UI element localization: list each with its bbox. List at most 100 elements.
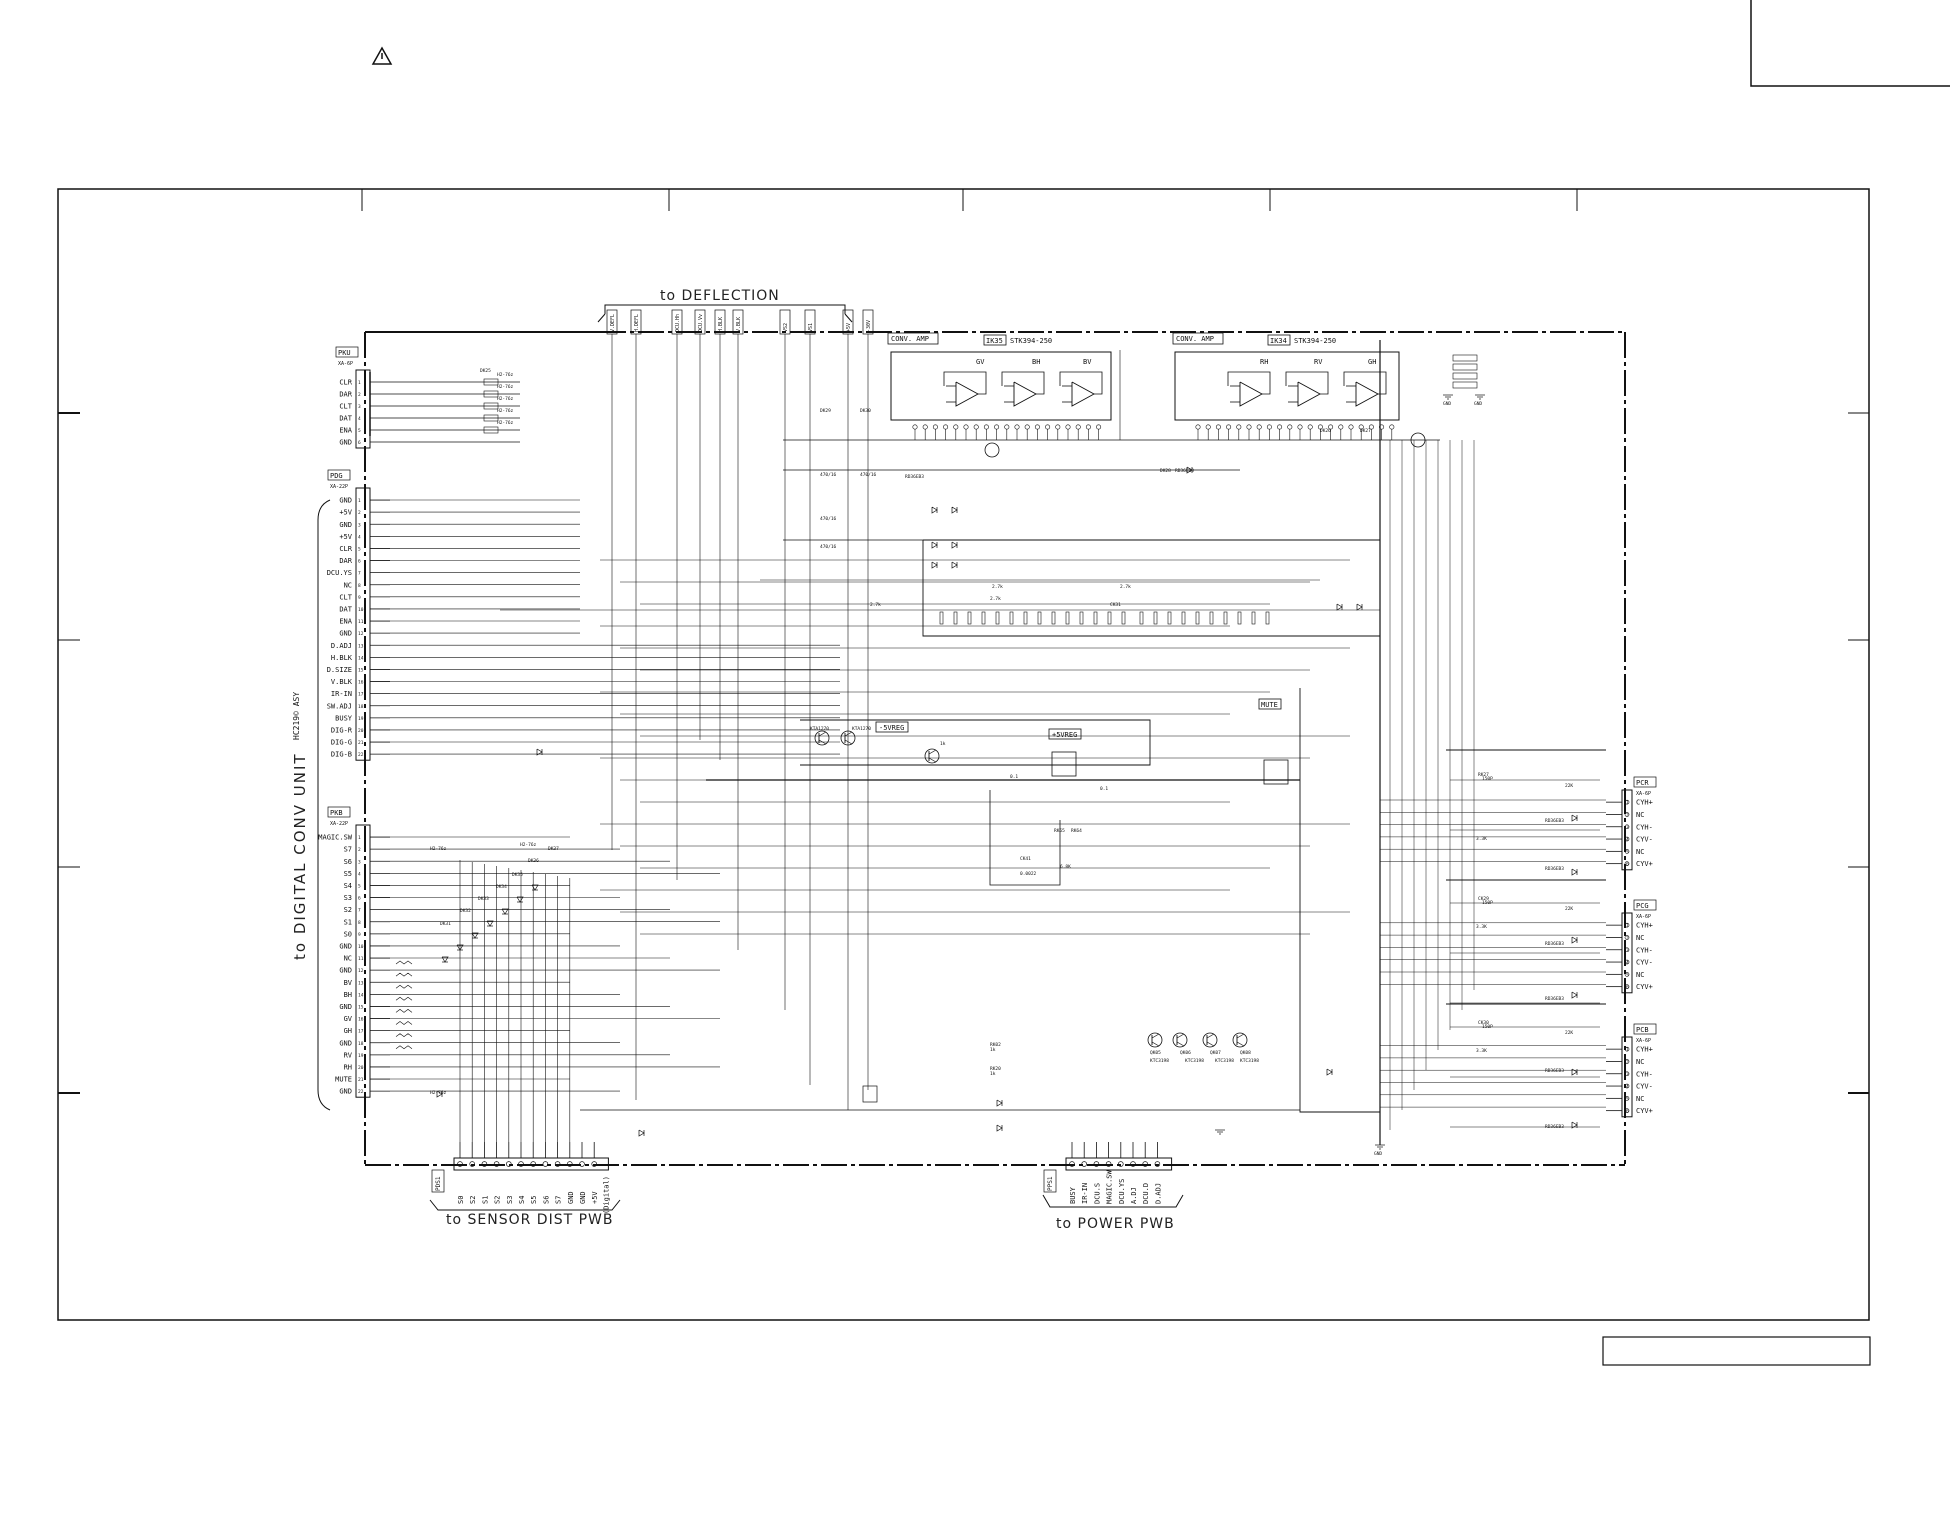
pin-label: GND bbox=[339, 1003, 352, 1011]
pin-label: CYV- bbox=[1636, 959, 1653, 967]
pin-number: 2 bbox=[358, 392, 361, 398]
connector-ref: PKB bbox=[330, 809, 343, 817]
deflection-tag: H.DEFL bbox=[634, 314, 640, 332]
component-ref: CK29 bbox=[1478, 896, 1489, 902]
component-value: H2-76z bbox=[497, 396, 514, 402]
pin-number: 16 bbox=[358, 680, 364, 686]
deflection-tag: DCU.Vv bbox=[698, 314, 704, 332]
pin-label: S1 bbox=[344, 918, 352, 926]
conv-amp-right-part: STK394-250 bbox=[1294, 337, 1336, 345]
component-value: H2-76z bbox=[430, 1090, 447, 1096]
pin-label: GND bbox=[567, 1191, 575, 1204]
pin-label: S2 bbox=[344, 906, 352, 914]
pin-number: 17 bbox=[358, 1029, 364, 1035]
pin-number: 20 bbox=[358, 728, 364, 734]
pin-label: NC bbox=[1636, 811, 1644, 819]
component-value: 3.3K bbox=[1476, 924, 1487, 930]
pin-label: S7 bbox=[555, 1196, 563, 1204]
conv-amp-left-part: STK394-250 bbox=[1010, 337, 1052, 345]
pin-label: D.SIZE bbox=[327, 666, 352, 674]
pin-number: 21 bbox=[358, 1077, 364, 1083]
component-value: RD36EB3 bbox=[905, 474, 924, 480]
conv-amp-left-ic: IK35 bbox=[986, 337, 1003, 345]
pin-label: CYH- bbox=[1636, 946, 1653, 954]
pin-label: S5 bbox=[344, 870, 352, 878]
pin-label: NC bbox=[344, 955, 352, 963]
component-value: RD36EB3 bbox=[1545, 1068, 1564, 1074]
pin-number: 5 bbox=[1626, 972, 1629, 978]
component-ref: RK02 bbox=[990, 1042, 1001, 1048]
pin-number: 11 bbox=[358, 619, 364, 625]
component-ref: QK07 bbox=[1210, 1050, 1221, 1056]
conv-amp-right-box: CONV. AMP bbox=[1176, 335, 1214, 343]
pin-label: D.ADJ bbox=[331, 642, 352, 650]
pin-label: S4 bbox=[344, 882, 352, 890]
pin-number: 1 bbox=[1626, 923, 1629, 929]
pin-label: CYV+ bbox=[1636, 860, 1653, 868]
component-ref: DK36 bbox=[528, 858, 539, 864]
pin-label: CYH+ bbox=[1636, 1046, 1653, 1054]
pin-label: CLR bbox=[339, 379, 352, 387]
pin-label: S2 bbox=[494, 1196, 502, 1204]
component-value: 3.3K bbox=[1476, 836, 1487, 842]
pin-label: S7 bbox=[344, 846, 352, 854]
pin-label: MUTE bbox=[335, 1076, 352, 1084]
pin-label: S2 bbox=[469, 1196, 477, 1204]
pin-label: CYV+ bbox=[1636, 1107, 1653, 1115]
deflection-tag: VS1 bbox=[808, 323, 814, 332]
connector-type: XA-6P bbox=[1636, 791, 1651, 797]
component-value: 0.0022 bbox=[1020, 871, 1037, 877]
component-ref: DK35 bbox=[512, 872, 523, 878]
pin-label: BV bbox=[344, 979, 353, 987]
deflection-tag: H.BLK bbox=[718, 317, 724, 332]
component-value: 150P bbox=[1482, 1024, 1493, 1030]
pin-label: +5V bbox=[339, 509, 352, 517]
component-ref: RK64 bbox=[1071, 828, 1082, 834]
sensor-dist-label: to SENSOR DIST PWB bbox=[446, 1212, 613, 1228]
component-value: RD36EB3 bbox=[1545, 941, 1564, 947]
component-ref: DK29 bbox=[820, 408, 831, 414]
pin-note: (Digital) bbox=[602, 1176, 610, 1214]
pin-label: IR-IN bbox=[1081, 1183, 1089, 1204]
component-value: H2-76z bbox=[520, 842, 537, 848]
pin-number: 1 bbox=[358, 380, 361, 386]
pin-label: MAGIC.SW bbox=[318, 834, 353, 842]
gnd-label: GND bbox=[1474, 401, 1482, 407]
component-value: RD36EB3 bbox=[1545, 1124, 1564, 1130]
pin-label: GND bbox=[339, 630, 352, 638]
pin-number: 6 bbox=[1626, 1109, 1629, 1115]
component-value: 2.7k bbox=[1120, 584, 1131, 590]
pin-label: BUSY bbox=[335, 714, 353, 722]
pin-number: 5 bbox=[358, 546, 361, 552]
pin-label: IR-IN bbox=[331, 690, 352, 698]
deflection-tag: DCU.Hh bbox=[675, 314, 681, 332]
gnd-label: GND bbox=[1374, 1151, 1382, 1157]
component-value: 22K bbox=[1565, 906, 1573, 912]
component-ref: DK34 bbox=[496, 884, 507, 890]
connector-ref: PCB bbox=[1636, 1026, 1649, 1034]
deflection-tag: VS2 bbox=[783, 323, 789, 332]
digital-conv-label: to DIGITAL CONV UNIT bbox=[291, 752, 309, 960]
connector-type: XA-22P bbox=[330, 484, 348, 490]
pin-number: 15 bbox=[358, 1004, 364, 1010]
pin-label: CLT bbox=[339, 403, 352, 411]
pin-label: BH bbox=[344, 991, 352, 999]
component-value: RD36EB3 bbox=[1545, 818, 1564, 824]
pin-label: DIG-B bbox=[331, 751, 352, 759]
pin-number: 18 bbox=[358, 704, 364, 710]
pin-number: 20 bbox=[358, 1065, 364, 1071]
component-ref: CK41 bbox=[1020, 856, 1031, 862]
digital-conv-assy-label: HC219© ASY bbox=[292, 692, 301, 740]
component-ref: RK65 bbox=[1054, 828, 1065, 834]
conv-amp-right-ch3: GH bbox=[1368, 358, 1376, 366]
mute-block: MUTE bbox=[1258, 698, 1289, 785]
component-ref: DK28 bbox=[1160, 468, 1171, 474]
pin-number: 6 bbox=[358, 896, 361, 902]
component-value: 150P bbox=[1482, 900, 1493, 906]
component-value: 0.1 bbox=[1100, 786, 1108, 792]
connector-ref: PCR bbox=[1636, 779, 1649, 787]
